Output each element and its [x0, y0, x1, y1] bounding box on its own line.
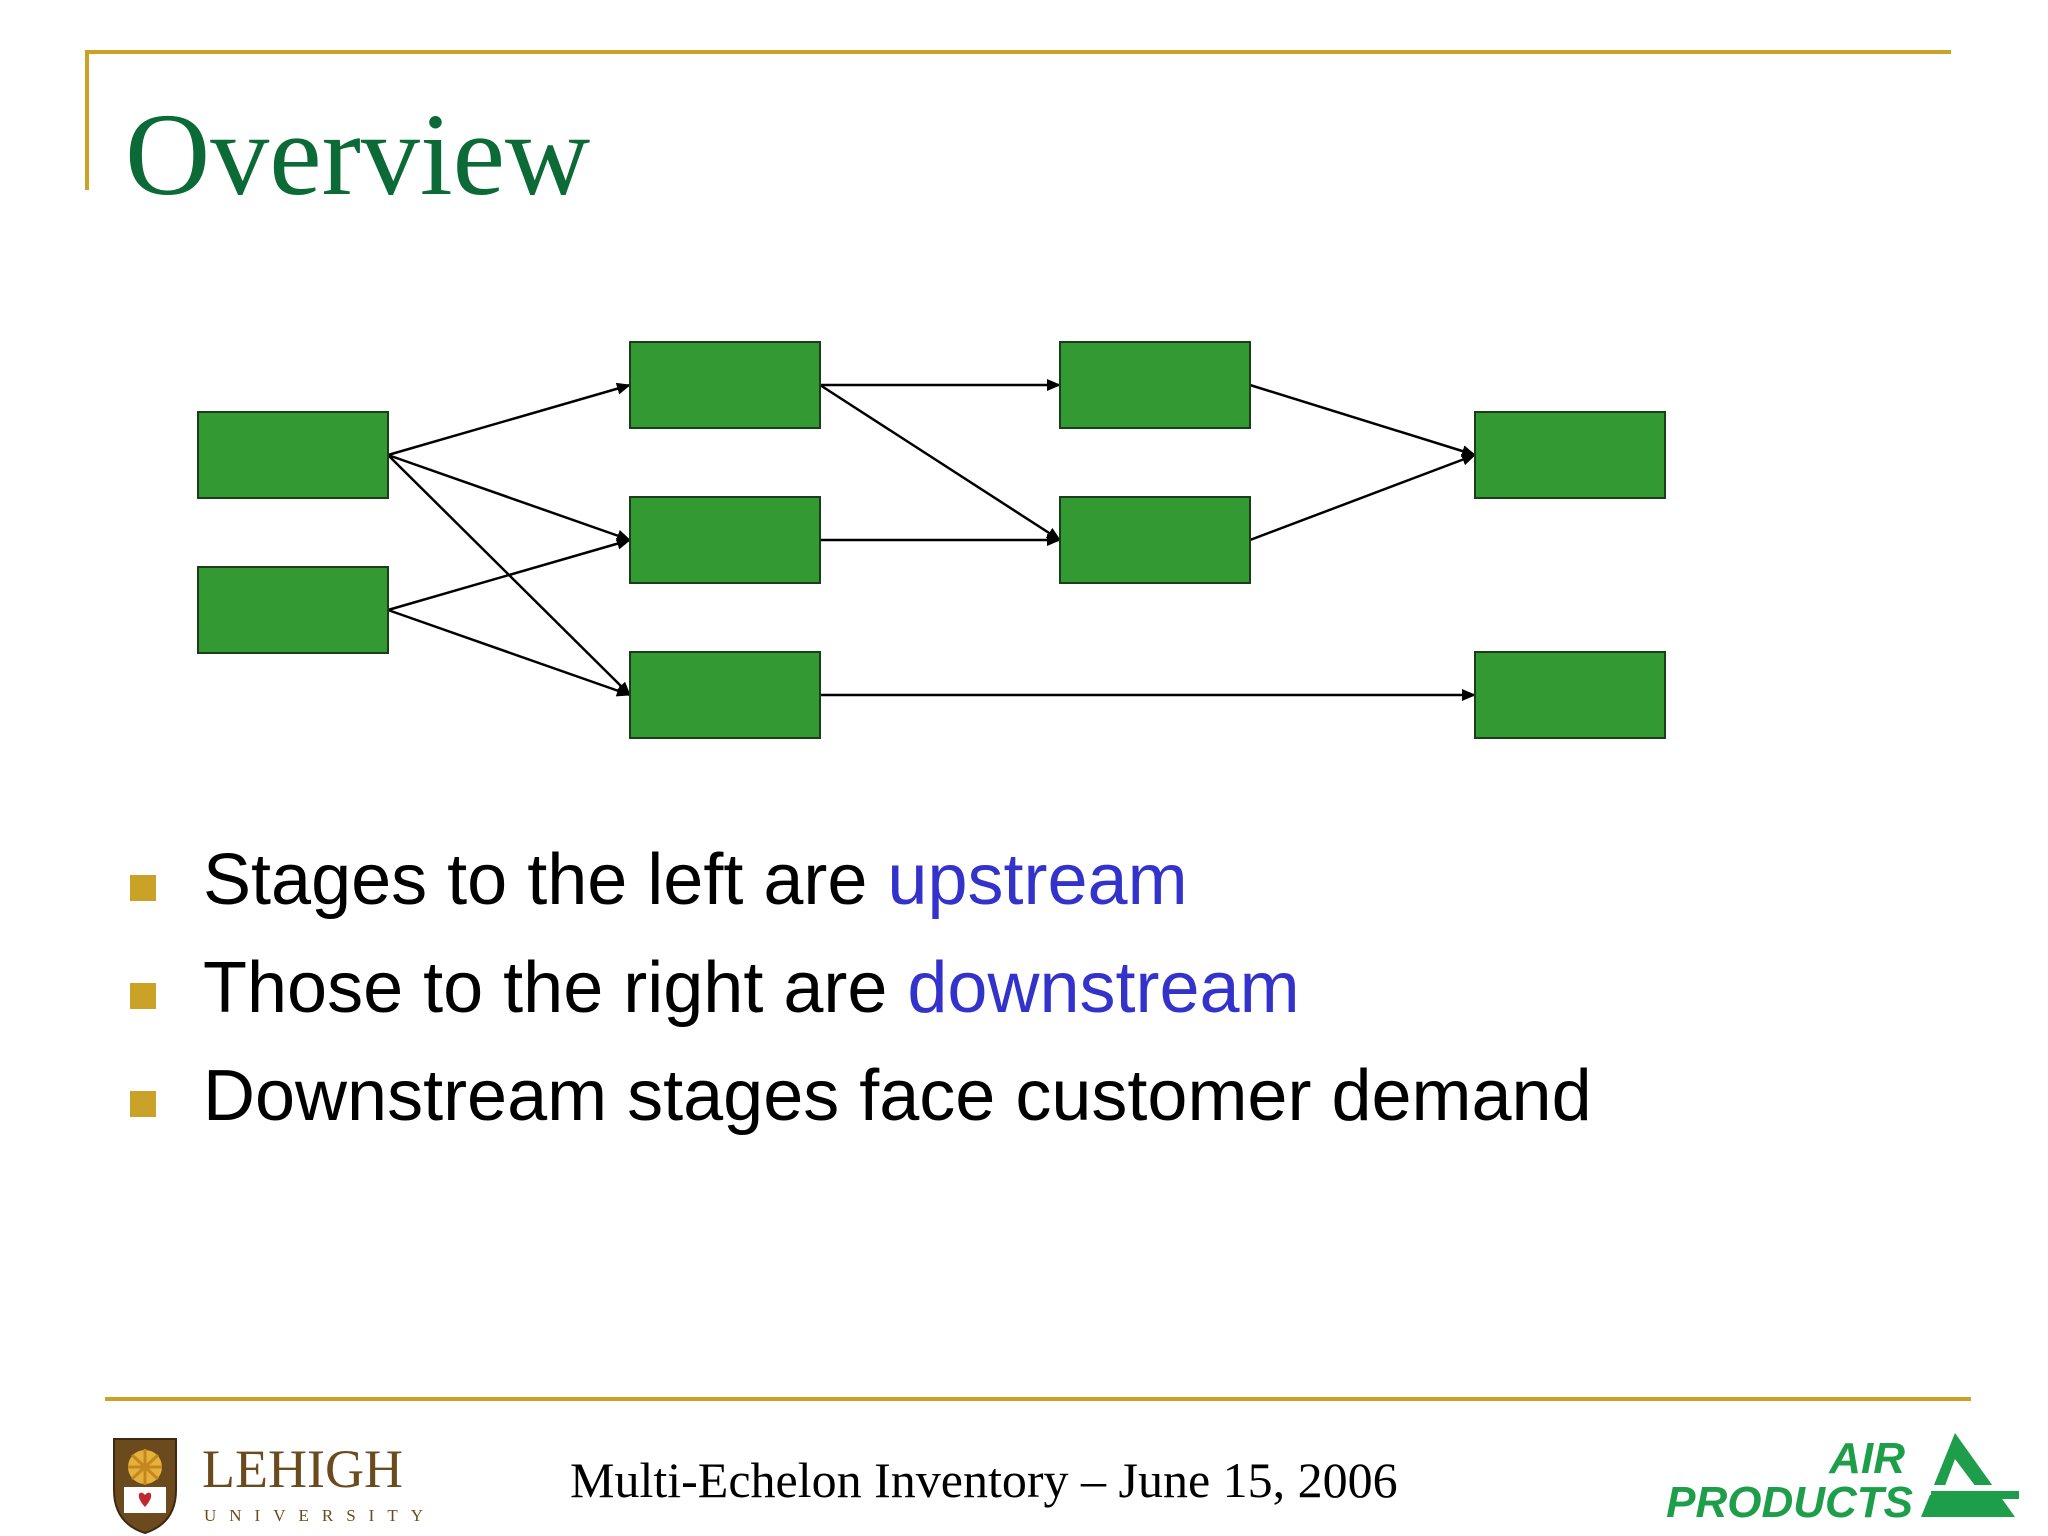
footer-text: Multi-Echelon Inventory – June 15, 2006 [570, 1452, 1398, 1508]
edges [387, 379, 1476, 701]
slide-title: Overview [125, 89, 591, 220]
air-text: AIR [1828, 1434, 1905, 1483]
top-rule [85, 50, 1951, 54]
stage-node-L2 [197, 566, 389, 654]
edge-R1-F1 [1249, 383, 1476, 457]
air-products-triangle-icon [1917, 1433, 2025, 1517]
bullet-item: Stages to the left are upstream [125, 830, 1825, 930]
bullet-text: Those to the right are [203, 948, 908, 1028]
bullet-highlight: upstream [887, 840, 1188, 920]
lehigh-subtitle: UNIVERSITY [204, 1506, 436, 1525]
stage-node-R2 [1059, 496, 1251, 584]
bullet-text: Downstream stages face customer demand [203, 1056, 1592, 1136]
bullet-text: Stages to the left are [203, 840, 888, 920]
products-text: PRODUCTS [1666, 1478, 1913, 1525]
stage-node-F2 [1474, 651, 1666, 739]
lehigh-shield-icon [113, 1438, 177, 1535]
stage-node-M1 [629, 341, 821, 429]
edge-L2-M2 [387, 537, 631, 612]
lehigh-logo: LEHIGH UNIVERSITY [113, 1438, 436, 1535]
stage-node-R1 [1059, 341, 1251, 429]
bullet-item: Downstream stages face customer demand [125, 1046, 1825, 1146]
edge-L1-M1 [387, 382, 631, 457]
bullet-item: Those to the right are downstream [125, 938, 1825, 1038]
air-products-logo: AIR PRODUCTS [1666, 1433, 2025, 1525]
stage-node-L1 [197, 411, 389, 499]
edge-L1-M2 [387, 453, 631, 542]
stage-node-M3 [629, 651, 821, 739]
bullet-highlight: downstream [907, 948, 1300, 1028]
square-bullet-icon [130, 983, 156, 1009]
square-bullet-icon [130, 1091, 156, 1117]
stage-node-F1 [1474, 411, 1666, 499]
nodes [197, 341, 1666, 739]
lehigh-wordmark: LEHIGH [202, 1439, 403, 1499]
footer-rule [105, 1397, 1971, 1401]
edge-L2-M3 [387, 608, 631, 697]
edge-R2-F1 [1249, 453, 1476, 542]
stage-node-M2 [629, 496, 821, 584]
edge-M1-R2 [819, 383, 1061, 542]
square-bullet-icon [130, 875, 156, 901]
title-side-rule [85, 50, 89, 190]
